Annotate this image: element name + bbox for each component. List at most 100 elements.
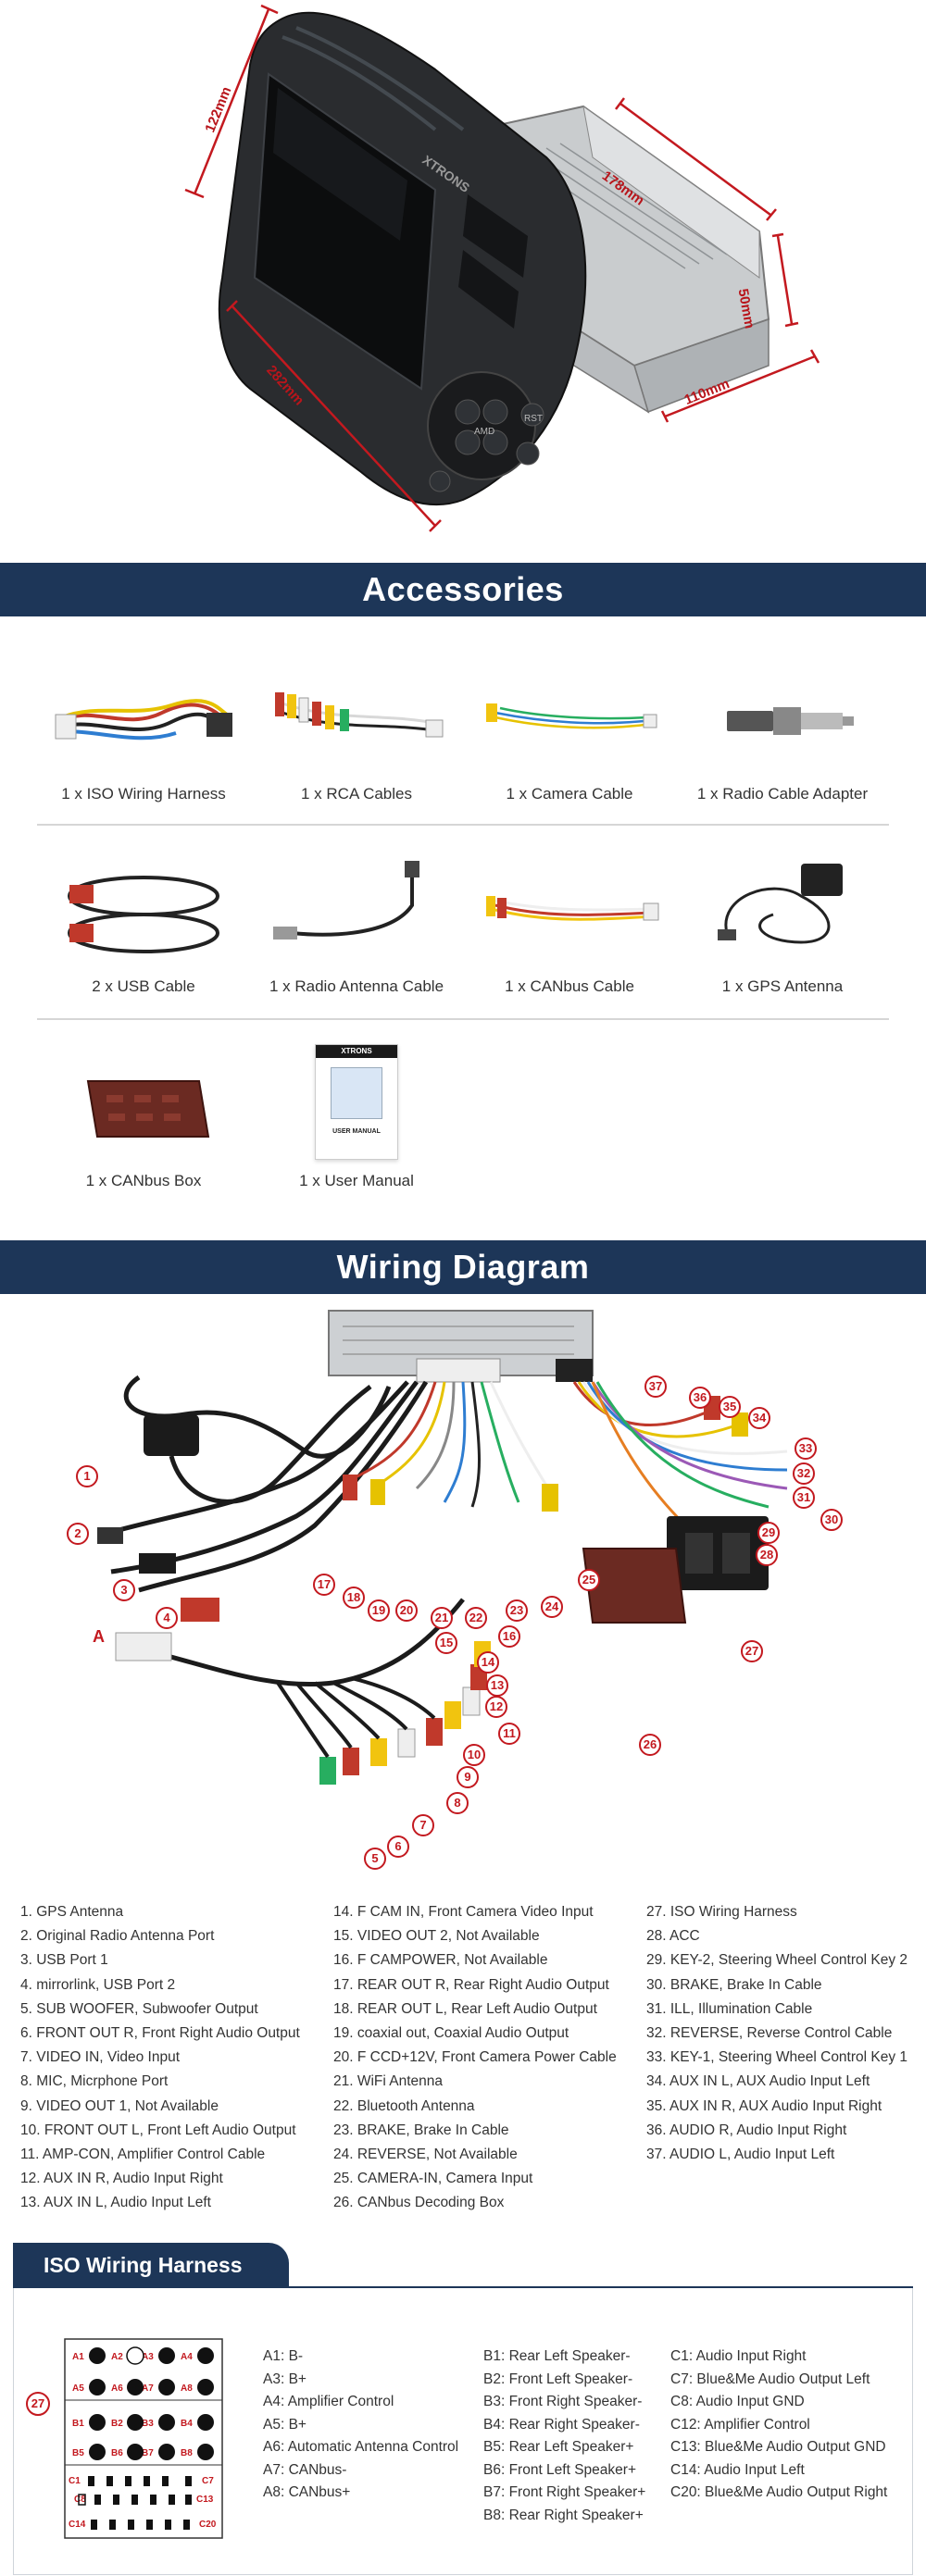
rst-button-label: RST	[524, 414, 543, 424]
rca-cables-image	[275, 692, 444, 738]
accessories-banner: Accessories	[0, 563, 926, 616]
legend-item: 17. REAR OUT R, Rear Right Audio Output	[333, 1976, 609, 1993]
legend-item: 34. AUX IN L, AUX Audio Input Left	[646, 2073, 870, 2090]
accessories-row-3: 1 x CANbus Box XTRONS USER MANUAL 1 x Us…	[37, 1026, 889, 1211]
amd-button-label: AMD	[474, 427, 494, 437]
accessory-usb-cable: 2 x USB Cable	[37, 831, 250, 1016]
accessory-label: 1 x GPS Antenna	[721, 977, 844, 995]
legend-item: 2. Original Radio Antenna Port	[20, 1928, 215, 1945]
radio-adapter-image	[727, 707, 854, 735]
legend-item: 32. REVERSE, Reverse Control Cable	[646, 2024, 893, 2041]
legend-column-2: 14. F CAM IN, Front Camera Video Input 1…	[333, 1900, 646, 2215]
svg-text:B8: B8	[181, 2448, 193, 2458]
iso-pins-a: A1: B- A3: B+ A4: Amplifier Control A5: …	[263, 2346, 458, 2505]
accessory-canbus-cable: 1 x CANbus Cable	[463, 831, 676, 1016]
accessory-label: 1 x User Manual	[299, 1172, 414, 1189]
svg-text:B1: B1	[72, 2419, 84, 2429]
accessory-label: 1 x Radio Cable Adapter	[696, 785, 869, 803]
accessory-canbus-box: 1 x CANbus Box	[37, 1026, 250, 1211]
pin-item: A1: B-	[263, 2348, 304, 2364]
iso-harness-tab: ISO Wiring Harness	[13, 2243, 289, 2287]
accessory-label: 1 x Camera Cable	[506, 785, 633, 803]
svg-text:B3: B3	[142, 2419, 154, 2429]
pin-item: C1: Audio Input Right	[670, 2348, 807, 2364]
legend-item: 3. USB Port 1	[20, 1952, 108, 1969]
accessory-label: 1 x ISO Wiring Harness	[61, 785, 226, 803]
legend-column-3: 27. ISO Wiring Harness 28. ACC 29. KEY-2…	[646, 1900, 909, 2215]
pin-item: A8: CANbus+	[263, 2484, 351, 2500]
legend-item: 20. F CCD+12V, Front Camera Power Cable	[333, 2049, 617, 2066]
svg-text:A1: A1	[72, 2352, 84, 2362]
camera-cable-image	[486, 703, 657, 729]
accessory-label: 1 x Radio Antenna Cable	[269, 977, 444, 995]
svg-text:A2: A2	[111, 2352, 123, 2362]
pin-item: A6: Automatic Antenna Control	[263, 2439, 459, 2455]
legend-item: 26. CANbus Decoding Box	[333, 2195, 505, 2211]
pin-item: B5: Rear Left Speaker+	[483, 2439, 634, 2455]
legend-item: 4. mirrorlink, USB Port 2	[20, 1976, 176, 1993]
iso-pins-c: C1: Audio Input Right C7: Blue&Me Audio …	[670, 2346, 887, 2505]
accessory-iso-harness: 1 x ISO Wiring Harness	[37, 639, 250, 824]
svg-text:A3: A3	[142, 2352, 154, 2362]
svg-text:A7: A7	[142, 2383, 154, 2394]
legend-item: 5. SUB WOOFER, Subwoofer Output	[20, 2000, 258, 2017]
pin-item: B2: Front Left Speaker-	[483, 2371, 633, 2387]
svg-text:A4: A4	[181, 2352, 193, 2362]
legend-item: 24. REVERSE, Not Available	[333, 2146, 518, 2162]
manual-title: USER MANUAL	[332, 1128, 381, 1135]
svg-text:C20: C20	[199, 2520, 217, 2530]
wiring-diagram-image: 1 2 3 4 A 5 6 7 8 9 10 11 12 13 14 15 16…	[0, 1294, 926, 1886]
legend-item: 19. coaxial out, Coaxial Audio Output	[333, 2024, 569, 2041]
legend-item: 30. BRAKE, Brake In Cable	[646, 1976, 822, 1993]
legend-item: 35. AUX IN R, AUX Audio Input Right	[646, 2097, 882, 2114]
iso-harness-divider	[13, 2286, 913, 2288]
canbus-box-image	[86, 1080, 210, 1138]
legend-item: 10. FRONT OUT L, Front Left Audio Output	[20, 2122, 296, 2138]
svg-text:C13: C13	[196, 2495, 214, 2505]
pin-item: C12: Amplifier Control	[670, 2416, 810, 2433]
pin-item: B7: Front Right Speaker+	[483, 2484, 646, 2500]
svg-text:B5: B5	[72, 2448, 84, 2458]
svg-text:C8: C8	[74, 2495, 86, 2505]
svg-text:A8: A8	[181, 2383, 193, 2394]
accessories-divider	[37, 824, 889, 826]
pin-item: B4: Rear Right Speaker-	[483, 2416, 640, 2433]
pin-item: B3: Front Right Speaker-	[483, 2394, 643, 2409]
radio-antenna-cable-image	[273, 861, 419, 940]
wiring-illustration	[97, 1310, 788, 1785]
product-dimension-image: AMD RST XTRONS 122mm 178mm 50mm 110mm 28…	[0, 0, 926, 563]
accessories-title: Accessories	[362, 570, 564, 608]
svg-text:A5: A5	[72, 2383, 84, 2394]
head-unit-illustration: AMD RST XTRONS	[184, 4, 820, 532]
pin-item: C13: Blue&Me Audio Output GND	[670, 2439, 886, 2455]
pin-item: A7: CANbus-	[263, 2461, 347, 2478]
legend-item: 6. FRONT OUT R, Front Right Audio Output	[20, 2024, 300, 2041]
legend-column-1: 1. GPS Antenna 2. Original Radio Antenna…	[20, 1900, 333, 2215]
legend-item: 15. VIDEO OUT 2, Not Available	[333, 1928, 540, 1945]
legend-item: 9. VIDEO OUT 1, Not Available	[20, 2097, 219, 2114]
iso-harness-image	[55, 699, 232, 740]
accessory-label: 1 x CANbus Cable	[505, 977, 634, 995]
pin-item: A3: B+	[263, 2371, 307, 2387]
legend-item: 22. Bluetooth Antenna	[333, 2097, 475, 2114]
accessories-row-2: 2 x USB Cable 1 x Radio Antenna Cable 1 …	[37, 831, 889, 1016]
pin-item: C7: Blue&Me Audio Output Left	[670, 2371, 870, 2387]
iso-pins-b: B1: Rear Left Speaker- B2: Front Left Sp…	[483, 2346, 645, 2527]
svg-text:C1: C1	[69, 2476, 81, 2486]
legend-item: 36. AUDIO R, Audio Input Right	[646, 2122, 847, 2138]
accessory-radio-antenna-cable: 1 x Radio Antenna Cable	[250, 831, 463, 1016]
pin-item: B6: Front Left Speaker+	[483, 2461, 636, 2478]
pin-item: C8: Audio Input GND	[670, 2394, 805, 2409]
iso-harness-title: ISO Wiring Harness	[44, 2253, 243, 2277]
legend-item: 11. AMP-CON, Amplifier Control Cable	[20, 2146, 266, 2162]
legend-item: 25. CAMERA-IN, Camera Input	[333, 2171, 533, 2187]
pin-item: A4: Amplifier Control	[263, 2394, 394, 2409]
legend-item: 16. F CAMPOWER, Not Available	[333, 1952, 548, 1969]
gps-antenna-image	[718, 864, 843, 944]
pin-item: B8: Rear Right Speaker+	[483, 2507, 644, 2523]
legend-item: 12. AUX IN R, Audio Input Right	[20, 2171, 223, 2187]
pin-item: B1: Rear Left Speaker-	[483, 2348, 631, 2364]
legend-item: 33. KEY-1, Steering Wheel Control Key 1	[646, 2049, 908, 2066]
pin-item: C20: Blue&Me Audio Output Right	[670, 2484, 888, 2500]
wiring-banner: Wiring Diagram	[0, 1240, 926, 1294]
